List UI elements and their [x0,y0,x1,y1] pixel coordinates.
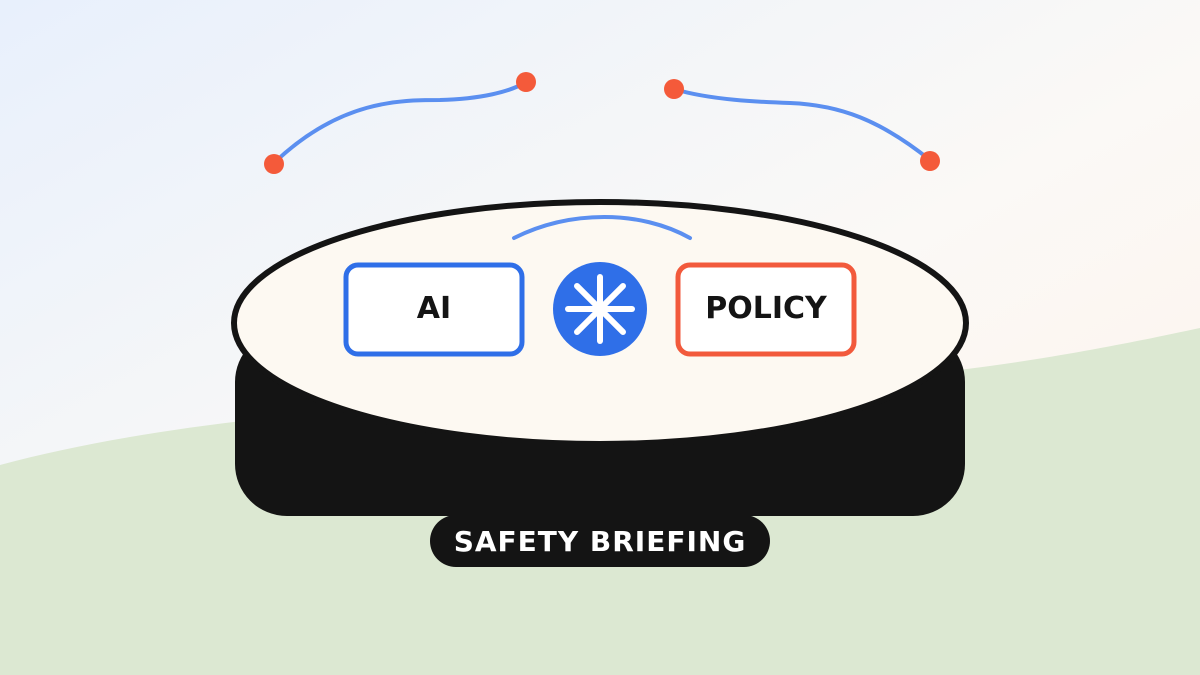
chip-ai: AI [343,262,525,357]
plate-arc [512,215,692,240]
strand-dot [664,79,684,99]
chip-ai-label: AI [417,291,451,326]
chip-policy: POLICY [675,262,857,357]
chip-policy-label: POLICY [705,291,828,326]
strand-dot [264,154,284,174]
banner-label: SAFETY BRIEFING [454,525,747,558]
strand-dot [920,151,940,171]
safety-banner: SAFETY BRIEFING [430,515,770,567]
left-strand [264,72,536,174]
right-strand [664,79,940,171]
asterisk-icon [553,262,647,356]
strand-dot [516,72,536,92]
